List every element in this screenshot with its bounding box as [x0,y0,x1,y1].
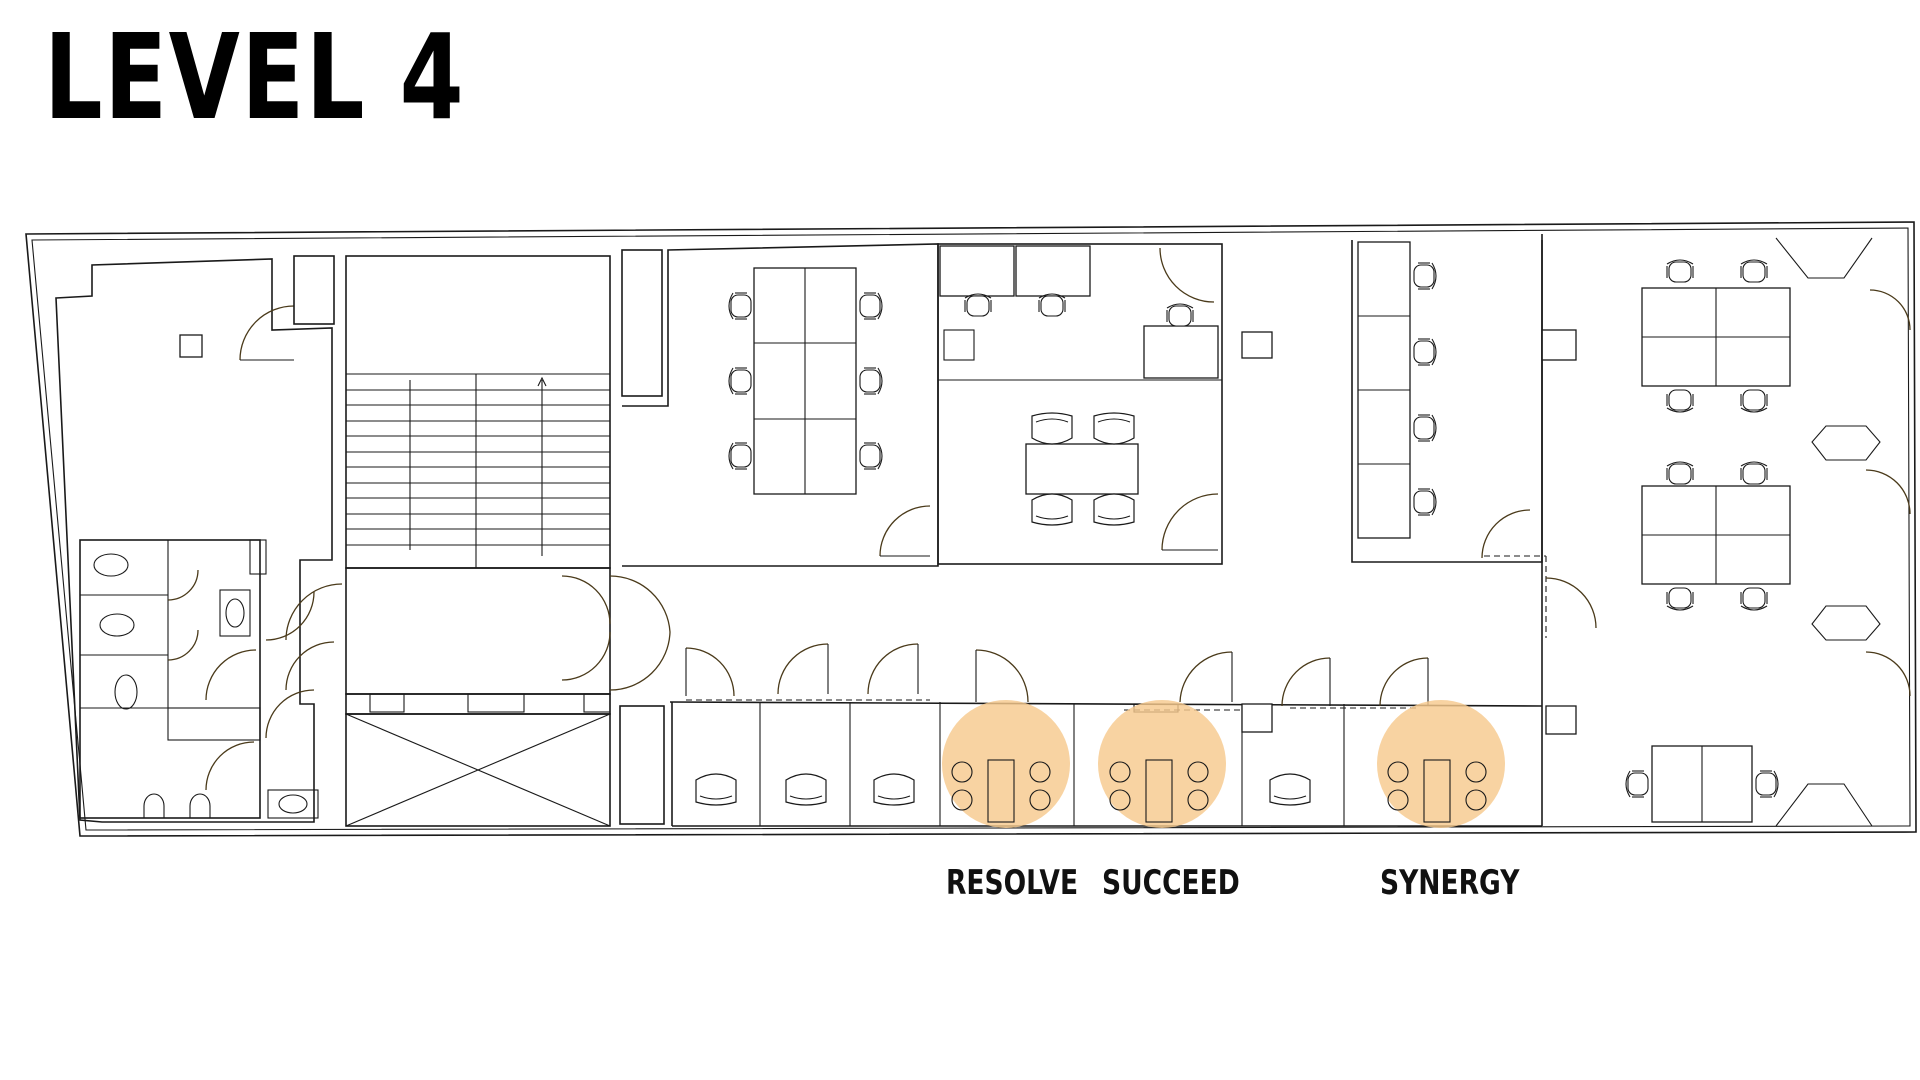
chair-icon [1666,389,1694,413]
chair-icon [728,292,752,320]
door-swing-icon [561,575,611,625]
door-swing-icon [685,647,735,697]
door-swing-icon [1865,651,1911,697]
building-inner-outline [31,227,1911,831]
toilet-room [79,539,261,819]
room-label-synergy: SYNERGY [1380,863,1520,903]
chair-icon [1093,493,1135,526]
door-swing-icon [265,689,315,739]
chair-icon [1740,587,1768,611]
toilet-icon [189,793,211,819]
door-swing-icon [1179,651,1233,703]
central-rooms [937,243,1273,565]
door-swing-icon [1379,657,1429,707]
column [1241,331,1273,359]
door-swing-icon [777,643,829,695]
chair-icon [1625,770,1649,798]
chair-icon [859,442,883,470]
door-swing-icon [167,569,199,601]
chair-icon [1740,389,1768,413]
door-swing-icon [561,631,611,681]
chair-icon [1093,412,1135,445]
door-swing-icon [1161,493,1219,551]
toilet-icon [114,674,138,710]
door-swing-icon [1545,577,1597,629]
door-swing-icon [879,505,931,557]
stair-core [285,249,671,827]
chair-icon [1755,770,1779,798]
toilet-icon [99,613,135,637]
column [1545,705,1577,735]
chair-icon [1666,259,1694,283]
door-swing-icon [285,583,343,641]
staircase-icon [346,373,610,568]
meeting-room-highlights [942,700,1505,828]
chair-icon [1413,338,1437,366]
door-swing-icon [167,629,199,661]
toilet-block [55,258,335,823]
chair-icon [964,293,992,317]
column [1541,329,1577,361]
chair-icon [1740,461,1768,485]
chair-icon [1269,773,1311,806]
toilet-icon [93,553,129,577]
chair-icon [728,442,752,470]
succeed-highlight [1098,700,1226,828]
open-office-2 [1351,240,1597,638]
door-swing-icon [1159,247,1215,303]
chair-icon [859,292,883,320]
chair-icon [1666,461,1694,485]
chair-icon [1413,414,1437,442]
door-swing-icon [205,741,255,791]
column [1241,703,1273,733]
chairs [695,259,1779,806]
chair-icon [1413,262,1437,290]
floor-title: LEVEL 4 [44,8,466,146]
pod-row [669,643,1543,827]
door-swing-icon [1865,469,1911,515]
open-office-1 [622,243,939,567]
chair-icon [1740,259,1768,283]
chair-icon [728,367,752,395]
meeting-table [1025,443,1139,495]
room-label-succeed: SUCCEED [1102,863,1240,903]
lift-shaft-icon [345,713,611,827]
chair-icon [859,367,883,395]
chair-icon [1031,493,1073,526]
door-swing-icon [1481,509,1531,559]
column [1811,425,1881,461]
sink-icon [219,589,251,637]
column [1811,605,1881,641]
chair-icon [873,773,915,806]
room-label-resolve: RESOLVE [946,863,1079,903]
chair-icon [1031,412,1073,445]
chair-icon [1666,587,1694,611]
chair-icon [1166,303,1194,327]
door-swing-icon [265,591,315,641]
door-swing-icon [239,305,295,361]
synergy-highlight [1377,700,1505,828]
door-swing-icon [609,575,671,633]
building-outline [25,221,1917,837]
door-swing-icon [609,631,671,691]
chair-icon [1413,488,1437,516]
door-swing-icon [1281,657,1331,707]
resolve-highlight [942,700,1070,828]
chair-icon [695,773,737,806]
open-office-3 [1541,234,1911,827]
chair-icon [785,773,827,806]
chair-icon [1038,293,1066,317]
column [179,334,203,358]
toilet-icon [143,793,165,819]
door-swing-icon [205,649,257,701]
door-swing-icon [867,643,919,695]
door-swing-icon [975,649,1029,703]
sink-icon [267,789,319,819]
door-swing-icon [285,641,335,691]
door-swing-icon [1869,289,1911,331]
